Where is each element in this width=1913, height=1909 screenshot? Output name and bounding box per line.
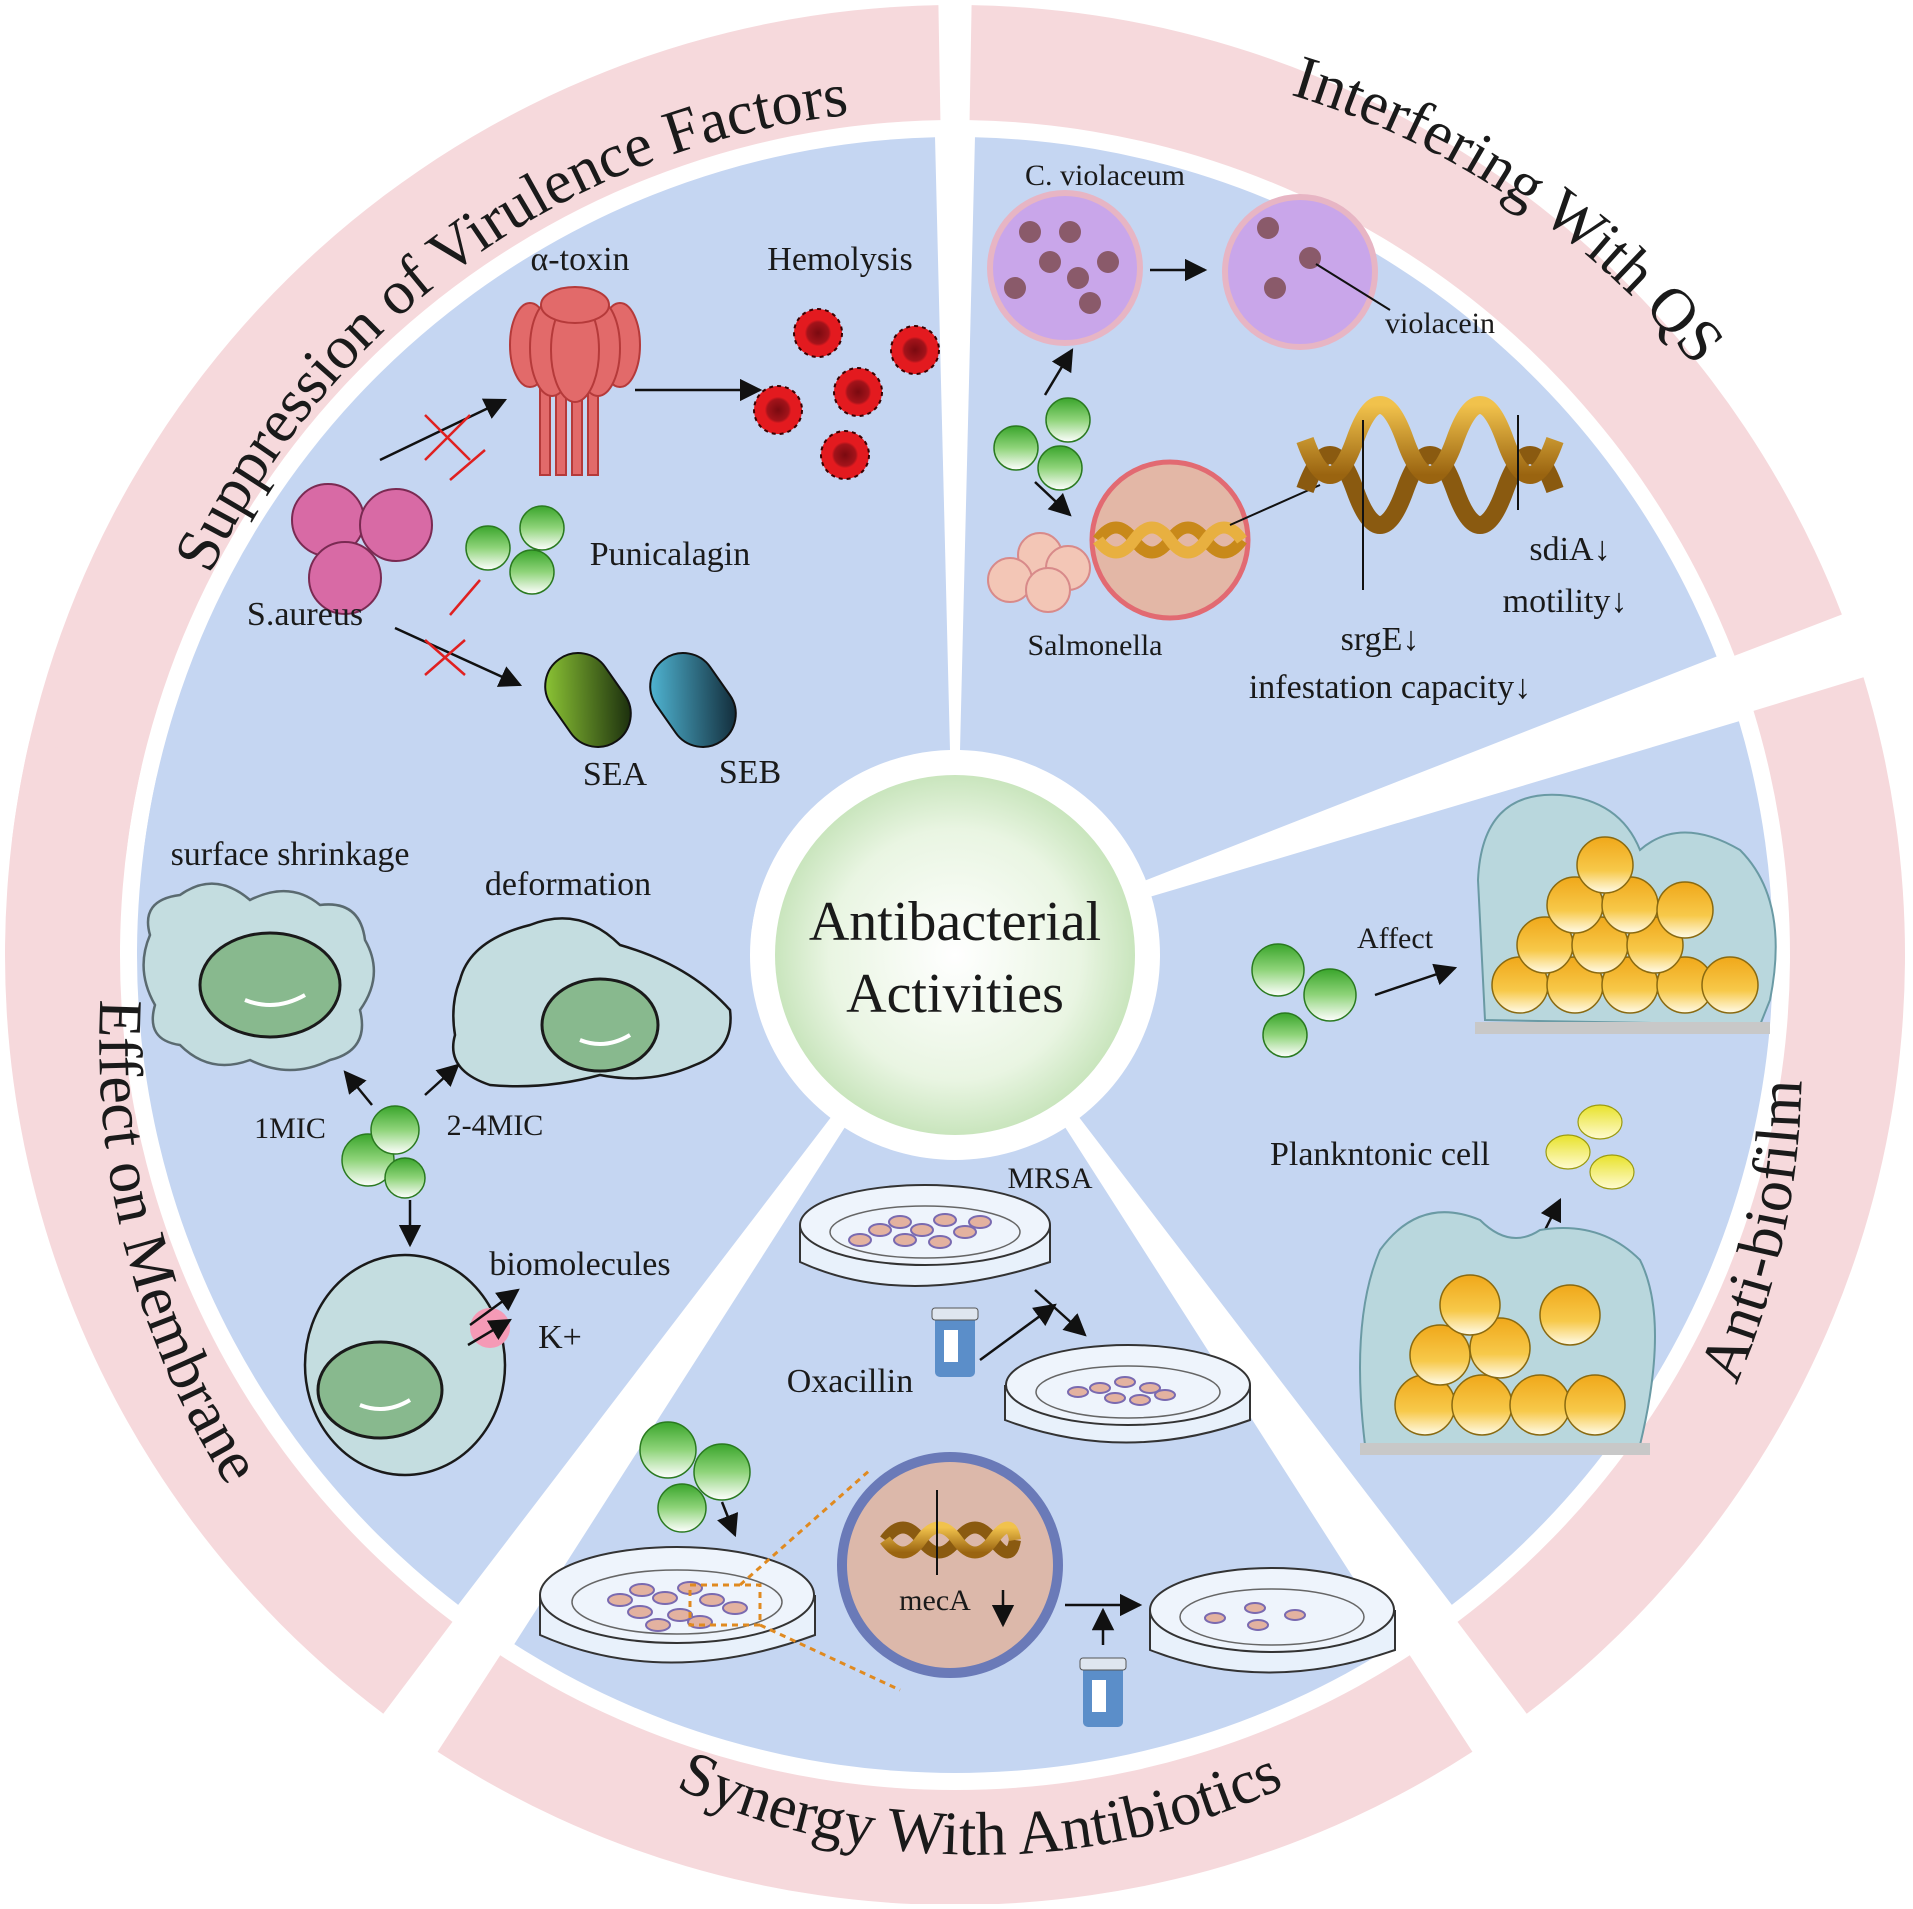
section-synergy: MRSA Oxacillin <box>539 1162 1396 1727</box>
punicalagin-membrane-icon <box>341 1105 426 1199</box>
label-deformation: deformation <box>485 866 651 903</box>
punicalagin-qs-icon <box>993 397 1091 491</box>
label-salmonella: Salmonella <box>1028 629 1163 662</box>
label-k-plus: K+ <box>538 1319 582 1356</box>
ring-band-synergy <box>437 1655 1473 1906</box>
petri-dish-result-icon <box>1149 1567 1396 1674</box>
petri-dish-combined-icon <box>539 1546 816 1664</box>
seb-capsule-icon <box>649 652 737 748</box>
label-mrsa: MRSA <box>1007 1162 1092 1195</box>
label-1mic: 1MIC <box>254 1112 326 1145</box>
sea-capsule-icon <box>544 652 632 748</box>
section-membrane: surface shrinkage deformation 1MIC 2-4MI… <box>142 836 732 1477</box>
oxacillin-bottle-2-icon <box>1079 1657 1127 1727</box>
biofilm-mature-icon <box>1475 793 1777 1034</box>
label-alpha-toxin: α-toxin <box>530 241 629 278</box>
label-sea: SEA <box>583 756 648 793</box>
label-infestation: infestation capacity↓ <box>1249 669 1531 706</box>
salmonella-cell-icon <box>1089 459 1251 621</box>
label-shrinkage: surface shrinkage <box>171 836 410 873</box>
label-affect: Affect <box>1357 922 1434 955</box>
petri-dish-mrsa-icon <box>799 1184 1051 1287</box>
leaking-cell-icon <box>303 1253 510 1477</box>
block-marks <box>424 414 486 676</box>
center-title-line2: Activities <box>846 963 1064 1025</box>
c-violaceum-cell-icon <box>987 190 1143 346</box>
label-biomolecules: biomolecules <box>489 1246 670 1283</box>
ring-band-qs <box>969 5 1842 656</box>
center-title-line1: Antibacterial <box>809 891 1101 953</box>
label-punicalagin: Punicalagin <box>590 536 751 573</box>
label-s-aureus: S.aureus <box>247 596 363 633</box>
biofilm-dispersed-icon <box>1359 1211 1656 1455</box>
deformed-cell-icon <box>452 917 732 1088</box>
label-violacein: violacein <box>1385 307 1495 340</box>
dna-helix-icon <box>1296 396 1564 590</box>
petri-dish-oxacillin-icon <box>1004 1344 1251 1444</box>
punicalagin-icon <box>465 505 565 595</box>
punicalagin-synergy-icon <box>639 1421 751 1533</box>
alpha-toxin-icon <box>509 286 641 476</box>
section-virulence: α-toxin Hemolysis S.aureus <box>247 241 940 793</box>
punicalagin-biofilm-icon <box>1251 943 1357 1058</box>
red-blood-cells-icon <box>753 308 940 480</box>
section-biofilm: Affect Plankntonic cell <box>1251 793 1777 1455</box>
label-2-4mic: 2-4MIC <box>447 1109 544 1142</box>
sector-qs <box>960 137 1717 881</box>
label-sdia: sdiA↓ <box>1529 531 1610 568</box>
ring-band-biofilm <box>1457 677 1905 1714</box>
label-hemolysis: Hemolysis <box>767 241 912 278</box>
label-seb: SEB <box>719 754 781 791</box>
label-c-violaceum: C. violaceum <box>1025 159 1185 192</box>
shrunken-cell-icon <box>142 882 376 1072</box>
label-motility: motility↓ <box>1503 583 1628 620</box>
outer-ring <box>4 5 1905 1906</box>
section-qs: C. violaceum violacein <box>987 159 1628 706</box>
salmonella-cluster-icon <box>987 532 1091 613</box>
label-oxacillin: Oxacillin <box>787 1363 914 1400</box>
label-planktonic: Plankntonic cell <box>1270 1136 1490 1173</box>
center-hub: Antibacterial Activities <box>763 763 1147 1147</box>
label-meca: mecA <box>899 1584 971 1617</box>
oxacillin-bottle-icon <box>931 1307 979 1377</box>
s-aureus-icon <box>291 483 433 615</box>
planktonic-cells-icon <box>1545 1104 1635 1190</box>
meca-zoom-icon <box>837 1452 1063 1678</box>
violacein-cell-icon <box>1222 194 1378 350</box>
label-srge: srgE↓ <box>1341 621 1420 658</box>
ring-band-membrane <box>4 741 453 1714</box>
